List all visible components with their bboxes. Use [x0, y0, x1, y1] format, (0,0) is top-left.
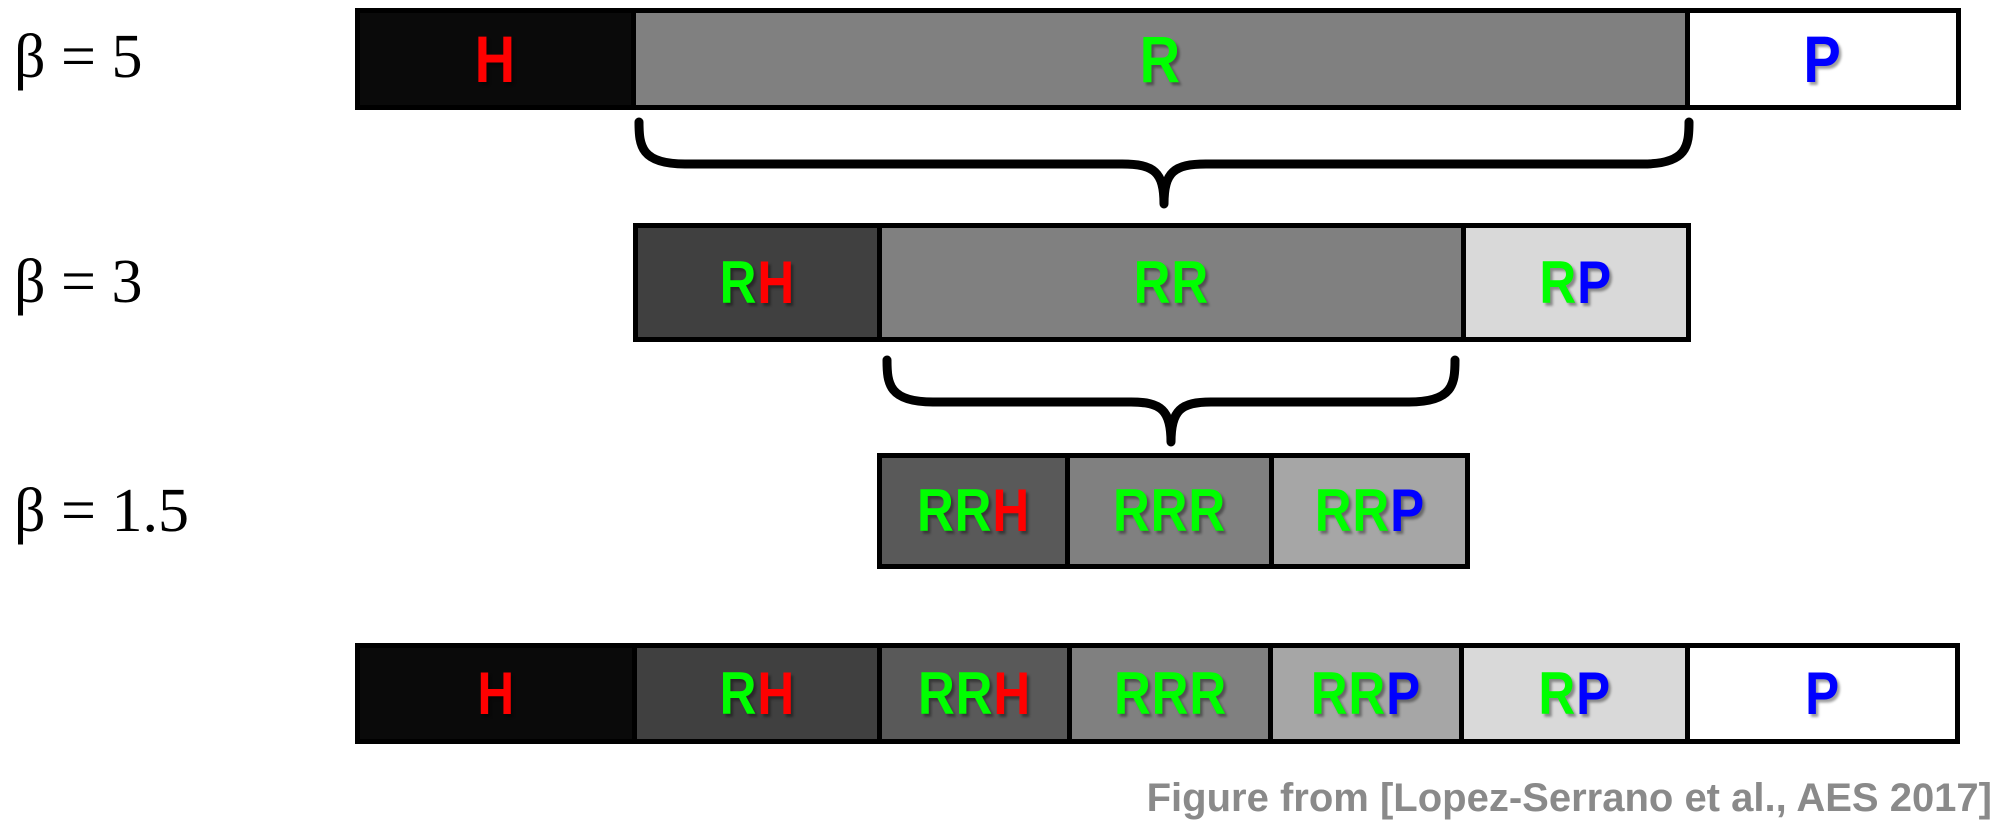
- segment-RH: RH: [637, 648, 882, 739]
- segment-RRH: RRH: [881, 648, 1073, 739]
- segment-label: RRR: [1113, 659, 1227, 727]
- segment-label: RH: [719, 659, 795, 727]
- segment-RP: RP: [1464, 648, 1690, 739]
- segment-RRR: RRR: [1072, 648, 1274, 739]
- segment-RRR: RRR: [1069, 458, 1275, 564]
- segment-label: H: [474, 22, 517, 96]
- bar-beta-1.5: RRH RRR RRP: [877, 453, 1470, 569]
- segment-label: RRP: [1314, 477, 1425, 544]
- segment-RR: RR: [881, 228, 1467, 337]
- segment-P: P: [1689, 13, 1956, 105]
- beta-1.5-label: β = 1.5: [14, 477, 190, 545]
- segment-label: RRH: [916, 477, 1030, 544]
- segment-label: R: [1139, 22, 1182, 96]
- segment-H: H: [360, 648, 638, 739]
- segment-RP: RP: [1466, 228, 1686, 337]
- segment-RH: RH: [638, 228, 882, 337]
- bar-beta-3: RH RR RP: [633, 223, 1691, 342]
- segment-R: R: [636, 13, 1690, 105]
- segment-RRH: RRH: [882, 458, 1070, 564]
- segment-label: P: [1803, 22, 1842, 96]
- figure-citation: Figure from [Lopez-Serrano et al., AES 2…: [1146, 776, 1992, 820]
- segment-label: RP: [1537, 659, 1611, 727]
- segment-RRP: RRP: [1274, 458, 1465, 564]
- segment-label: H: [477, 659, 515, 727]
- segment-label: RP: [1539, 248, 1613, 316]
- curly-brace-top: [634, 117, 1694, 209]
- segment-label: RRR: [1112, 477, 1227, 544]
- segment-label: RRP: [1310, 659, 1422, 727]
- segment-label: P: [1804, 659, 1840, 727]
- beta-3-label: β = 3: [14, 248, 143, 316]
- curly-brace-middle: [882, 355, 1460, 447]
- segment-label: RR: [1133, 248, 1210, 316]
- beta-5-label: β = 5: [14, 23, 143, 91]
- segment-label: RRH: [918, 659, 1032, 727]
- bar-combined: H RH RRH RRR RRP RP P: [355, 643, 1960, 744]
- segment-label: RH: [719, 248, 796, 316]
- segment-P: P: [1689, 648, 1955, 739]
- segment-RRP: RRP: [1273, 648, 1464, 739]
- segment-H: H: [360, 13, 637, 105]
